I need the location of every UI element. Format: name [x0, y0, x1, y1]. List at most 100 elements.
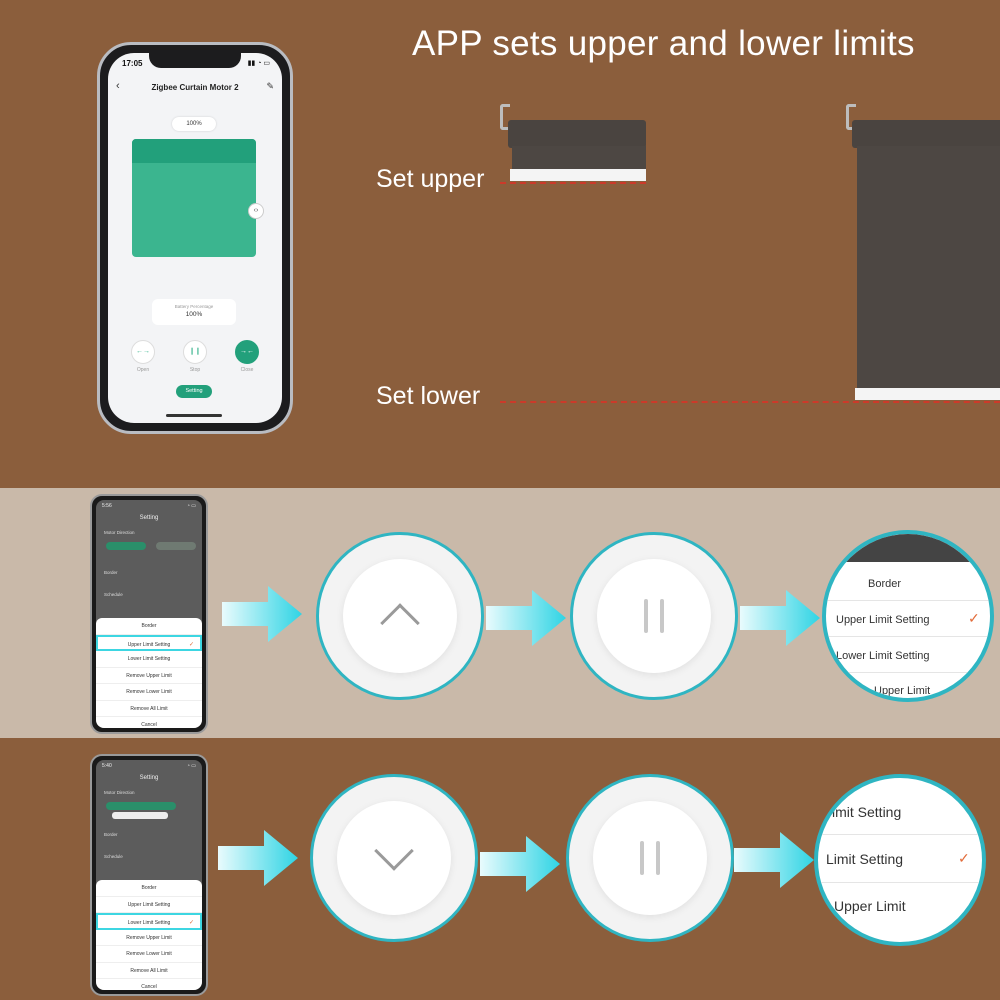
upper-limit-menu-zoom: Border Upper Limit Setting ✓ Lower Limit…	[822, 530, 994, 702]
settings-row[interactable]: Border	[104, 832, 118, 837]
direction-toggle[interactable]	[106, 802, 176, 810]
menu-item-label: Upper Limit Setting	[127, 641, 171, 648]
remote-stop-button-zoom	[566, 774, 734, 942]
main-phone: 17:05 ▮▮ ◔ ▭ ‹ Zigbee Curtain Motor 2 ✎ …	[97, 42, 293, 434]
blind-roller-rolled	[508, 120, 646, 148]
blind-bottom-rail-upper	[510, 169, 646, 181]
divider	[818, 882, 982, 883]
check-icon: ✓	[188, 920, 194, 926]
menu-item-remove-lower-limit[interactable]: Remove Lower Limit	[96, 684, 202, 701]
device-title: Zigbee Curtain Motor 2	[151, 83, 239, 92]
pause-icon	[660, 599, 664, 633]
lower-flow-phone: 5:40◔ ▭ Setting Motor Direction Border S…	[90, 754, 208, 996]
flow-arrow-icon	[480, 836, 560, 892]
open-control[interactable]: ←→ Open	[130, 340, 156, 373]
battery-label: Battery Percentage	[174, 304, 214, 309]
chevron-up-icon	[380, 603, 420, 643]
open-label: Open	[136, 367, 150, 373]
curtain-drag-handle-icon[interactable]: ‹›	[248, 203, 264, 219]
dimmed-background	[826, 534, 990, 562]
direction-hint	[112, 812, 168, 819]
stop-icon[interactable]: ❙❙	[183, 340, 207, 364]
remote-stop-button-zoom	[570, 532, 738, 700]
menu-item-border[interactable]: Border	[96, 618, 202, 635]
zoom-item-upper-limit: Upper Limit	[834, 898, 906, 914]
menu-item-lower-limit-setting[interactable]: Lower Limit Setting ✓	[96, 913, 202, 930]
up-button[interactable]	[343, 559, 457, 673]
menu-item-border[interactable]: Border	[96, 880, 202, 897]
home-indicator	[166, 414, 222, 417]
blind-bottom-rail-lower	[855, 388, 1000, 400]
divider	[826, 600, 990, 601]
menu-item-upper-limit-setting[interactable]: Upper Limit Setting	[96, 897, 202, 913]
open-icon[interactable]: ←→	[131, 340, 155, 364]
blind-fabric-extended	[857, 146, 1000, 389]
curtain-preview[interactable]	[132, 139, 256, 257]
battery-value: 100%	[185, 311, 203, 318]
zoom-item-limit-setting: imit Setting	[832, 804, 902, 820]
menu-item-remove-upper-limit[interactable]: Remove Upper Limit	[96, 930, 202, 946]
position-percent: 100%	[172, 117, 216, 131]
bracket-icon	[500, 104, 510, 130]
status-time: 17:05	[122, 59, 143, 68]
headline: APP sets upper and lower limits	[412, 24, 915, 63]
flow-arrow-icon	[734, 832, 814, 888]
settings-row[interactable]: Motor Direction	[104, 530, 135, 535]
lower-limit-menu-zoom: imit Setting Limit Setting ✓ Upper Limit	[814, 774, 986, 946]
settings-title: Setting	[139, 515, 159, 521]
divider	[826, 636, 990, 637]
menu-item-lower-limit-setting[interactable]: Lower Limit Setting	[96, 651, 202, 668]
curtain-rail	[132, 139, 256, 163]
down-button[interactable]	[337, 801, 451, 915]
pause-icon	[640, 841, 644, 875]
battery-card: Battery Percentage 100%	[152, 299, 236, 325]
menu-item-label: Lower Limit Setting	[127, 920, 171, 926]
divider	[818, 834, 982, 835]
direction-toggle-forward[interactable]	[106, 542, 146, 550]
limit-action-sheet: Border Upper Limit Setting Lower Limit S…	[96, 880, 202, 990]
flow-arrow-icon	[222, 586, 302, 642]
flow-arrow-icon	[218, 830, 298, 886]
status-bar: 5:40◔ ▭	[102, 763, 196, 769]
settings-row[interactable]: Schedule	[104, 854, 123, 859]
zoom-item-border: Border	[868, 578, 902, 590]
stop-control[interactable]: ❙❙ Stop	[182, 340, 208, 373]
settings-row[interactable]: Motor Direction	[104, 790, 135, 795]
stop-button[interactable]	[593, 801, 707, 915]
stop-label: Stop	[189, 367, 201, 373]
edit-icon[interactable]: ✎	[266, 81, 274, 91]
phone-notch	[149, 53, 241, 68]
lower-limit-label: Set lower	[376, 382, 481, 410]
menu-item-remove-lower-limit[interactable]: Remove Lower Limit	[96, 946, 202, 963]
settings-title: Setting	[139, 775, 159, 781]
stop-button[interactable]	[597, 559, 711, 673]
direction-toggle-reverse[interactable]	[156, 542, 196, 550]
zoom-item-upper-limit: Upper Limit	[874, 685, 931, 697]
settings-row[interactable]: Schedule	[104, 592, 123, 597]
remote-down-button-zoom	[310, 774, 478, 942]
back-icon[interactable]: ‹	[116, 80, 120, 92]
main-phone-screen: 17:05 ▮▮ ◔ ▭ ‹ Zigbee Curtain Motor 2 ✎ …	[108, 53, 282, 423]
close-icon[interactable]: →←	[235, 340, 259, 364]
check-icon: ✓	[968, 610, 980, 626]
zoom-item-lower-limit-setting: Limit Setting	[826, 851, 904, 867]
lower-flow-phone-screen: 5:40◔ ▭ Setting Motor Direction Border S…	[96, 760, 202, 990]
divider	[826, 672, 990, 673]
status-icons: ▮▮ ◔ ▭	[247, 60, 270, 67]
menu-item-cancel[interactable]: Cancel	[96, 979, 202, 990]
setting-button[interactable]: Setting	[176, 385, 212, 398]
menu-item-upper-limit-setting[interactable]: Upper Limit Setting✓	[96, 634, 202, 651]
upper-flow-phone-screen: 5:56◔ ▭ Setting Motor Direction Border S…	[96, 500, 202, 728]
bracket-icon	[846, 104, 856, 130]
blind-roller-extended	[852, 120, 1000, 148]
flow-arrow-icon	[486, 590, 566, 646]
close-control[interactable]: →← Close	[234, 340, 260, 373]
settings-row[interactable]: Border	[104, 570, 118, 575]
remote-up-button-zoom	[316, 532, 484, 700]
menu-item-remove-upper-limit[interactable]: Remove Upper Limit	[96, 668, 202, 684]
menu-item-remove-all-limit[interactable]: Remove All Limit	[96, 701, 202, 717]
menu-item-remove-all-limit[interactable]: Remove All Limit	[96, 963, 202, 979]
pause-icon	[644, 599, 648, 633]
limit-action-sheet: Border Upper Limit Setting✓ Lower Limit …	[96, 618, 202, 728]
menu-item-cancel[interactable]: Cancel	[96, 717, 202, 728]
